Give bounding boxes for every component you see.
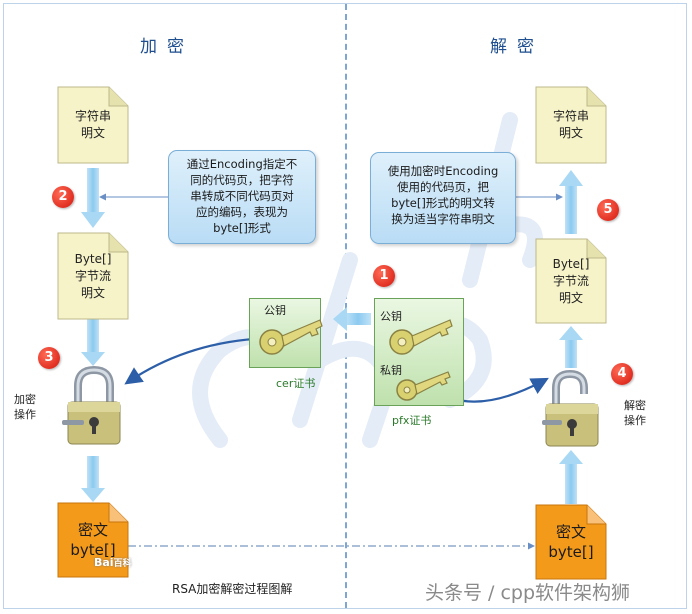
doc-line: 明文 — [558, 290, 583, 305]
doc-line: 字节流 — [552, 273, 589, 288]
doc-line: 密文 — [555, 523, 586, 541]
doc-line: 明文 — [80, 285, 105, 300]
pfx-public-key-label: 公钥 — [380, 310, 402, 323]
step-badge-4: 4 — [611, 363, 633, 385]
step-badge-5: 5 — [597, 199, 619, 221]
doc-line: 明文 — [80, 126, 105, 140]
step-badge-1: 1 — [373, 265, 395, 287]
callout-line: 同的代码页，把字符 — [190, 173, 294, 187]
bytes-doc-right: Byte[] 字节流明文 — [535, 238, 607, 324]
encrypt-title: 加密 — [140, 37, 194, 57]
callout-line: 使用加密时Encoding — [387, 164, 499, 178]
pfx-public-key-icon — [389, 319, 453, 355]
op-line: 解密 — [624, 399, 646, 412]
source-watermark: 头条号 / cpp软件架构狮 — [425, 582, 631, 604]
pfx-private-key-icon — [396, 371, 451, 401]
cer-certificate-label: cer证书 — [276, 377, 316, 390]
baidu-text-2: 百科 — [113, 559, 132, 569]
doc-line: 字符串 — [552, 109, 589, 123]
cer-public-key-label: 公钥 — [264, 304, 286, 317]
decrypt-title: 解密 — [490, 37, 544, 57]
doc-line: 密文 — [77, 521, 108, 539]
key-extract-arrow — [333, 307, 371, 331]
baidu-logo-mark: Bai百科 — [94, 556, 132, 569]
baidu-text: Bai — [94, 556, 114, 569]
step-badge-2: 2 — [52, 186, 74, 208]
doc-line: 字符串 — [74, 109, 111, 123]
doc-line: byte[] — [70, 541, 116, 559]
diagram-frame — [3, 3, 687, 609]
flow-arrow-right-1 — [559, 450, 583, 504]
op-line: 操作 — [624, 414, 646, 427]
encoding-callout-right: 使用加密时Encoding 使用的代码页，把 byte[]形式的明文转 换为适当… — [370, 152, 516, 244]
callout-line: 换为适当字符串明文 — [391, 212, 495, 226]
op-line: 加密 — [14, 393, 36, 406]
flow-arrow-left-1 — [81, 168, 105, 228]
encoding-callout-left: 通过Encoding指定不 同的代码页，把字符 串转成不同代码页对 应的编码，表… — [168, 150, 316, 244]
padlock-decrypt-icon — [542, 370, 599, 447]
callout-line: 通过Encoding指定不 — [186, 157, 298, 171]
doc-line: Byte[] — [74, 251, 112, 266]
doc-line: byte[] — [548, 543, 594, 561]
doc-line: 字节流 — [74, 268, 111, 283]
cipher-doc-right: 密文 byte[] — [535, 504, 607, 580]
callout-line: 使用的代码页，把 — [397, 180, 489, 194]
encrypt-operation-label: 加密 操作 — [14, 392, 36, 422]
bytes-doc-left: Byte[] 字节流明文 — [57, 232, 129, 320]
cer-key-icon — [259, 319, 323, 355]
plaintext-doc-left: 字符串明文 — [57, 86, 129, 164]
decrypt-operation-label: 解密 操作 — [624, 398, 646, 428]
doc-line: 明文 — [558, 126, 583, 140]
pfx-certificate-label: pfx证书 — [392, 414, 432, 427]
cipher-doc-left: 密文 byte[] — [57, 502, 129, 578]
pfx-private-key-label: 私钥 — [380, 364, 402, 377]
op-line: 操作 — [14, 408, 36, 421]
flow-arrow-right-2 — [559, 326, 583, 368]
center-divider — [345, 4, 347, 608]
doc-line: Byte[] — [552, 256, 590, 271]
flow-arrow-left-2 — [81, 318, 105, 366]
diagram-caption: RSA加密解密过程图解 — [172, 582, 293, 596]
padlock-encrypt-icon — [62, 366, 121, 445]
callout-line: 串转成不同代码页对 — [190, 189, 294, 203]
callout-line: byte[]形式的明文转 — [391, 196, 495, 210]
flow-arrow-left-3 — [81, 456, 105, 502]
callout-line: 应的编码，表现为 — [196, 205, 288, 219]
plaintext-doc-right: 字符串明文 — [535, 86, 607, 164]
callout-line: byte[]形式 — [213, 221, 271, 235]
step-badge-3: 3 — [38, 347, 60, 369]
flow-arrow-right-3 — [559, 170, 583, 234]
